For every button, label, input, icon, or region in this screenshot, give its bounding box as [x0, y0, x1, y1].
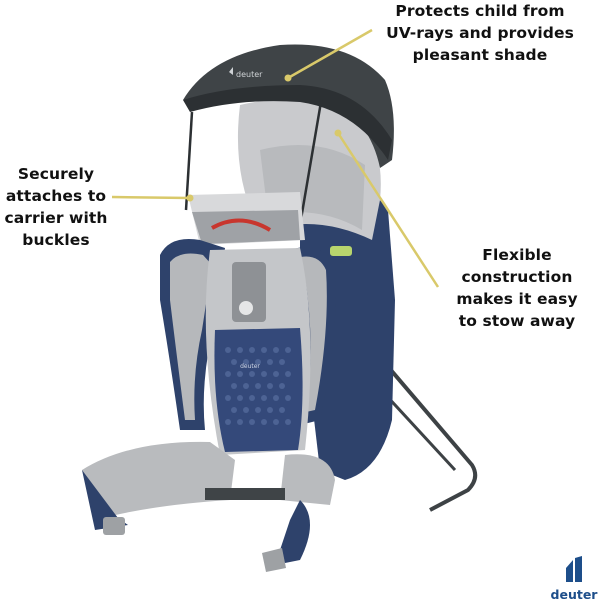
leader-line-right	[336, 132, 440, 288]
sun-canopy	[183, 44, 394, 168]
callout-line: Protects child from	[395, 2, 565, 20]
brand-wordmark: deuter	[550, 587, 598, 602]
brand-logo: deuter	[548, 556, 600, 602]
leader-dot-left	[186, 194, 194, 202]
frame-base	[205, 488, 285, 500]
callout-flexible-construction: Flexible construction makes it easy to s…	[452, 244, 582, 332]
back-panel-mesh-dots	[225, 347, 291, 425]
callout-line: buckles	[22, 231, 90, 249]
callout-line: attaches to	[5, 187, 107, 205]
callout-line: to stow away	[458, 312, 576, 330]
hip-belt-right	[280, 454, 335, 505]
leader-dot-right	[334, 129, 342, 137]
hip-belt-strap-right	[275, 500, 310, 565]
callout-buckles: Securely attaches to carrier with buckle…	[0, 163, 112, 251]
hip-buckle-left	[103, 517, 125, 535]
canopy-logo: deuter	[229, 67, 263, 79]
canopy-pole-right	[298, 95, 324, 226]
shoulder-strap-left-mesh	[170, 253, 212, 420]
canopy-pole-left	[184, 111, 194, 211]
callout-sun-canopy: Protects child from UV-rays and provides…	[380, 0, 580, 66]
sun-canopy-brim	[183, 85, 392, 160]
green-buckle	[330, 246, 352, 256]
callout-line: carrier with	[4, 209, 108, 227]
back-panel-mesh	[214, 328, 303, 452]
back-adjuster-dial	[239, 301, 253, 315]
shoulder-strap-right-mesh	[296, 256, 327, 412]
back-panel-label: deuter	[240, 363, 260, 370]
leader-dot-top	[284, 74, 292, 82]
carrier-side-body	[300, 176, 395, 480]
hip-buckle-right	[262, 548, 286, 572]
callout-line: pleasant shade	[412, 46, 548, 64]
hip-belt	[82, 441, 235, 520]
callout-line: Securely	[17, 165, 95, 183]
harness-top-shadow	[192, 210, 300, 244]
red-handle	[211, 218, 272, 232]
callout-line: construction	[461, 268, 573, 286]
kickstand-frame	[376, 353, 478, 512]
leader-line-top	[287, 28, 373, 80]
callout-line: makes it easy	[456, 290, 578, 308]
leader-line-left	[111, 195, 191, 200]
hip-belt-strap-left	[82, 470, 128, 530]
callout-line: Flexible	[482, 246, 552, 264]
callout-line: UV-rays and provides	[386, 24, 574, 42]
deuter-logo-icon	[566, 556, 582, 582]
canopy-logo-text: deuter	[236, 70, 263, 79]
